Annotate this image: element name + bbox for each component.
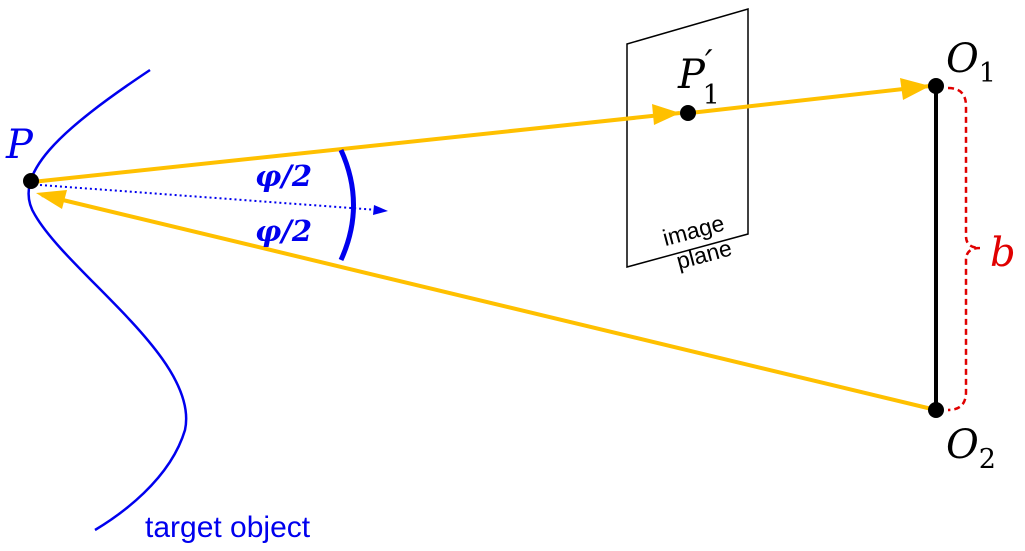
ray-p1-to-o1-arrowhead	[900, 78, 930, 100]
label-angle-top: φ/2	[255, 159, 312, 193]
angle-arc	[338, 148, 356, 262]
ray-p-to-p1	[31, 111, 681, 184]
ray-p1-to-o1	[689, 84, 931, 115]
label-target-object: target object	[145, 511, 311, 544]
ray-o2-to-p	[41, 193, 937, 412]
image-plane	[626, 8, 749, 268]
label-p1-prime: P′1	[677, 43, 720, 111]
point-p1-prime	[680, 105, 696, 121]
label-o1: O1	[946, 36, 996, 89]
label-angle-bottom: φ/2	[255, 214, 312, 248]
point-o1	[928, 78, 944, 94]
label-o2: O2	[946, 422, 996, 475]
angle-bisector	[39, 184, 379, 211]
label-b: b	[990, 230, 1016, 276]
point-o2	[928, 402, 944, 418]
label-p: P	[5, 122, 34, 168]
ray-o2-to-p-arrowhead	[36, 190, 67, 209]
baseline-brace	[947, 86, 981, 412]
point-p	[23, 173, 39, 189]
ray-p-to-p1-arrowhead	[652, 104, 680, 125]
target-object-curve	[27, 68, 188, 532]
angle-bisector-arrowhead	[373, 205, 388, 215]
